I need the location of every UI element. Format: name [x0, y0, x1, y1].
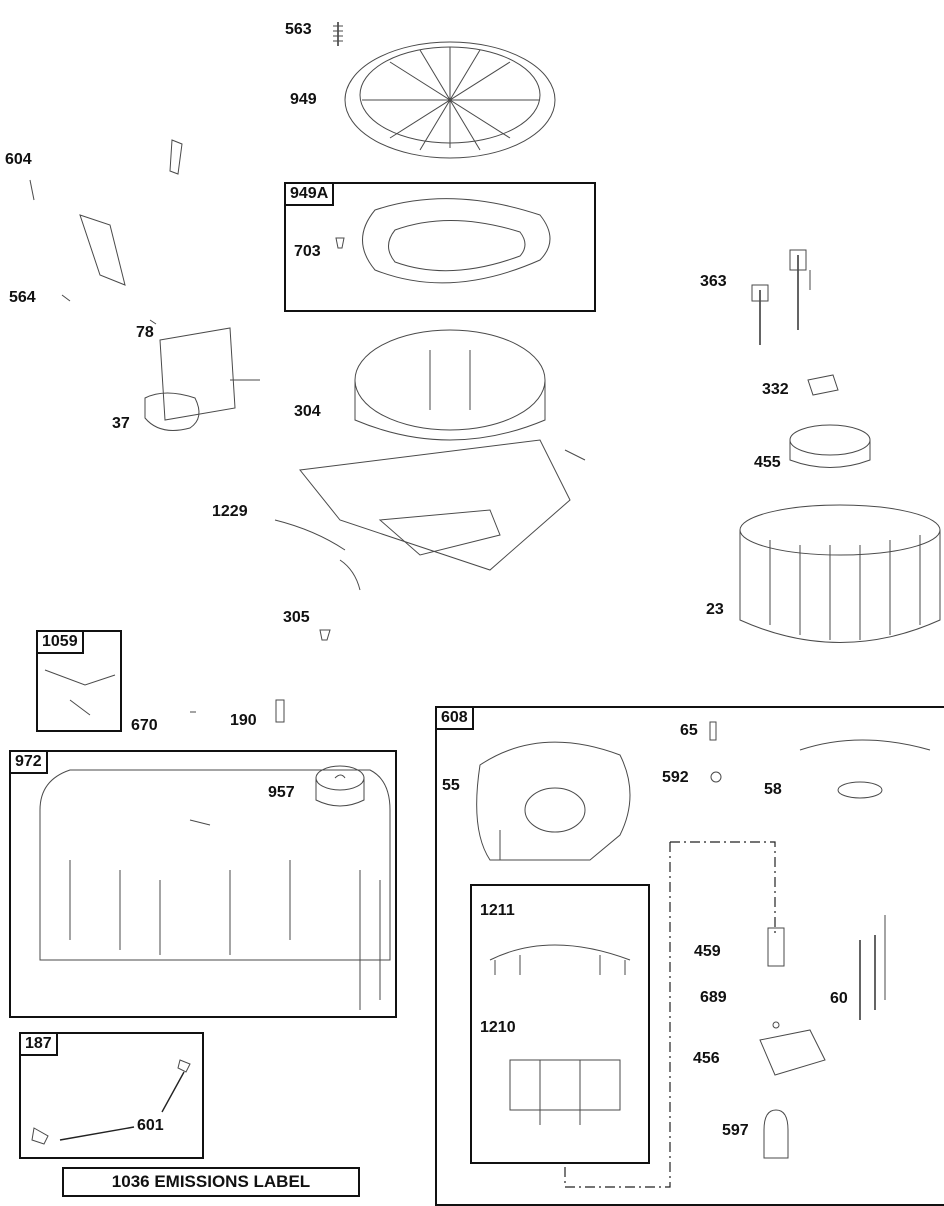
- base-1229-drawing: [274, 439, 586, 591]
- flywheel-23-drawing: [739, 504, 941, 643]
- parts-608-drawing: [476, 721, 931, 1159]
- part-label-332: 332: [762, 381, 789, 398]
- part-1059-drawing: [44, 669, 116, 716]
- parts-604-564-drawing: [29, 139, 183, 302]
- intake-37-78-drawing: [144, 319, 260, 431]
- part-label-1229: 1229: [212, 503, 248, 520]
- emissions-label: 1036 EMISSIONS LABEL: [62, 1167, 360, 1197]
- part-label-58: 58: [764, 781, 782, 798]
- box-972: 972: [9, 750, 397, 1018]
- part-label-65: 65: [680, 722, 698, 739]
- part-label-689: 689: [700, 989, 727, 1006]
- part-label-601: 601: [137, 1117, 164, 1134]
- part-label-957: 957: [268, 784, 295, 801]
- parts-670-190-drawing: [190, 699, 285, 723]
- part-332-drawing: [807, 374, 839, 396]
- cap-957-drawing: [315, 765, 365, 807]
- part-label-670: 670: [131, 717, 158, 734]
- part-label-190: 190: [230, 712, 257, 729]
- part-label-37: 37: [112, 415, 130, 432]
- part-305-drawing: [319, 629, 331, 641]
- box-972-tag: 972: [9, 750, 48, 774]
- part-label-456: 456: [693, 1050, 720, 1067]
- part-label-949: 949: [290, 91, 317, 108]
- part-label-459: 459: [694, 943, 721, 960]
- part-label-564: 564: [9, 289, 36, 306]
- box-949a: 949A: [284, 182, 596, 312]
- box-1059: 1059: [36, 630, 122, 732]
- part-label-55: 55: [442, 777, 460, 794]
- part-label-304: 304: [294, 403, 321, 420]
- box-949a-tag: 949A: [284, 182, 335, 206]
- gasket-949a-drawing: [335, 198, 551, 284]
- part-label-363: 363: [700, 273, 727, 290]
- box-1211-1210: [470, 884, 650, 1164]
- part-label-703: 703: [294, 243, 321, 260]
- part-label-604: 604: [5, 151, 32, 168]
- part-label-23: 23: [706, 601, 724, 618]
- housing-304-drawing: [354, 329, 546, 441]
- part-label-592: 592: [662, 769, 689, 786]
- box-1059-tag: 1059: [36, 630, 84, 654]
- part-label-597: 597: [722, 1122, 749, 1139]
- air-filter-949-drawing: [344, 41, 556, 159]
- part-label-455: 455: [754, 454, 781, 471]
- part-label-78: 78: [136, 324, 154, 341]
- part-label-1210: 1210: [480, 1019, 516, 1036]
- parts-187-601-drawing: [31, 1059, 191, 1145]
- part-label-1211: 1211: [480, 902, 515, 919]
- part-label-60: 60: [830, 990, 848, 1007]
- part-label-305: 305: [283, 609, 310, 626]
- screw-563-drawing: [333, 22, 343, 46]
- box-187: 187: [19, 1032, 204, 1159]
- box-187-tag: 187: [19, 1032, 58, 1056]
- part-972-drawing: [39, 769, 391, 1010]
- box-608-tag: 608: [435, 706, 474, 730]
- bolts-363-drawing: [751, 249, 811, 345]
- part-label-563: 563: [285, 21, 312, 38]
- part-455-drawing: [789, 424, 871, 468]
